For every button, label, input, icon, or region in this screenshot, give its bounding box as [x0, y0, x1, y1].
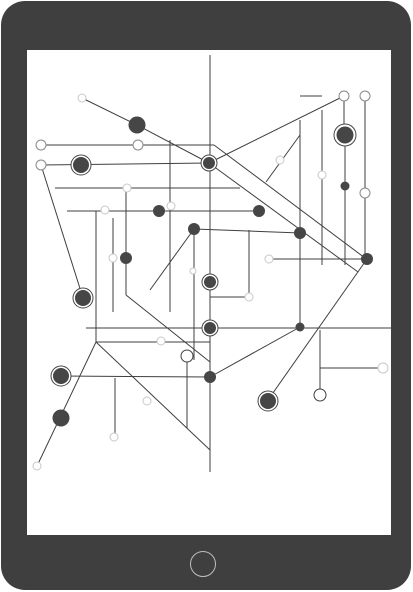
node-dark [294, 227, 306, 239]
edge [213, 144, 366, 259]
node-light [377, 362, 389, 374]
node-light [132, 139, 144, 151]
edge [40, 162, 210, 166]
node-light [338, 90, 350, 102]
edge [40, 164, 84, 299]
node-dark [361, 253, 373, 265]
node-light [142, 396, 152, 406]
node-dark [204, 371, 216, 383]
node-ringed [333, 123, 357, 147]
edge [36, 341, 97, 467]
node-light [166, 201, 176, 211]
home-button[interactable] [190, 551, 216, 577]
network-edges [36, 55, 400, 472]
node-light [244, 292, 254, 302]
node-dark [153, 205, 165, 217]
node-light [108, 253, 118, 263]
node-light [317, 170, 327, 180]
node-light [122, 183, 132, 193]
edge [208, 95, 345, 164]
node-light [359, 187, 371, 199]
node-light [313, 388, 327, 402]
node-light [32, 461, 42, 471]
edge [95, 341, 211, 451]
node-ringed [201, 273, 219, 291]
node-light [189, 267, 197, 275]
node-light [109, 432, 119, 442]
edge [209, 326, 301, 378]
edge [136, 124, 210, 164]
node-ringed [201, 319, 219, 337]
node-dark [188, 223, 200, 235]
node-dark-large [128, 116, 146, 134]
node-light [275, 155, 285, 165]
edge [81, 97, 138, 126]
edge [125, 294, 211, 363]
node-light [156, 336, 166, 346]
node-ringed [50, 365, 72, 387]
node-ringed [72, 287, 94, 309]
node-ringed [257, 390, 279, 412]
node-light [35, 139, 47, 151]
node-dark-large [52, 409, 70, 427]
node-light [100, 205, 110, 215]
node-ringed [200, 154, 218, 172]
node-light [359, 90, 371, 102]
node-dark [253, 205, 265, 217]
node-light [264, 254, 274, 264]
edge [149, 228, 195, 291]
edge [267, 258, 368, 401]
edge [60, 375, 211, 378]
node-light [77, 93, 87, 103]
node-ringed [70, 154, 92, 176]
node-light [35, 159, 47, 171]
network-nodes [32, 90, 389, 471]
node-dark [340, 181, 350, 191]
node-dark [295, 322, 305, 332]
edge [208, 162, 359, 273]
node-dark [120, 252, 132, 264]
edge [193, 228, 301, 234]
node-light [180, 349, 194, 363]
